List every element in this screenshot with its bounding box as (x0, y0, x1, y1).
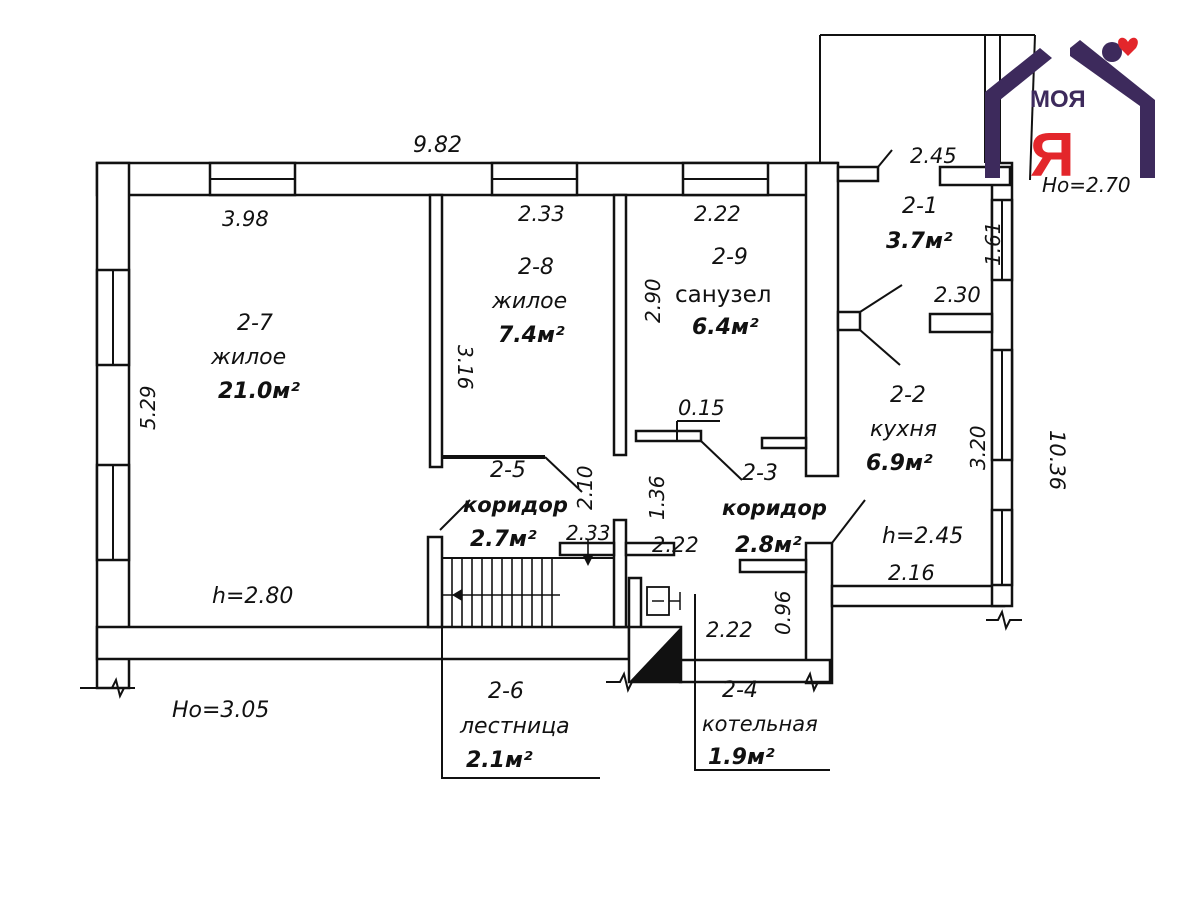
svg-text:1.61: 1.61 (981, 221, 1005, 266)
svg-text:0.96: 0.96 (771, 590, 795, 635)
left-windows (95, 268, 131, 562)
top-windows (208, 161, 770, 197)
right-windows (990, 198, 1014, 587)
label-frames (441, 594, 830, 779)
room-labels: 2-7 жилое 21.0м² h=2.80 2-8 жилое 7.4м² … (210, 194, 963, 773)
boiler-fixture (646, 586, 681, 616)
svg-text:2-2: 2-2 (890, 383, 926, 408)
bottom-wall (95, 625, 631, 661)
svg-text:коридор: коридор (722, 496, 827, 520)
room-2-4: 2-4 котельная 1.9м² (702, 678, 818, 770)
svg-text:7.4м²: 7.4м² (498, 323, 565, 348)
svg-text:1.9м²: 1.9м² (708, 745, 775, 770)
svg-text:2-4: 2-4 (722, 678, 758, 703)
ground-level-right: Ho=2.70 (1042, 173, 1131, 197)
svg-text:коридор: коридор (463, 493, 568, 517)
svg-text:2.30: 2.30 (934, 283, 981, 307)
interior-partitions (426, 165, 994, 684)
svg-text:3.20: 3.20 (966, 425, 990, 470)
svg-text:2-5: 2-5 (490, 458, 526, 483)
left-wall (95, 161, 131, 690)
overall-width-label: 9.82 (413, 133, 462, 158)
house-heart-logo: МОЯ Я (985, 37, 1155, 190)
svg-text:2.90: 2.90 (641, 278, 665, 323)
svg-text:3.98: 3.98 (222, 207, 269, 231)
ground-level-left: Ho=3.05 (172, 698, 269, 723)
svg-text:6.4м²: 6.4м² (692, 315, 759, 340)
svg-text:2-6: 2-6 (488, 679, 524, 704)
room-2-3: 2-3 коридор 2.8м² (722, 461, 827, 558)
svg-text:2.7м²: 2.7м² (470, 527, 537, 552)
room-2-2: 2-2 кухня 6.9м² h=2.45 (866, 383, 963, 549)
svg-text:h=2.45: h=2.45 (882, 524, 963, 549)
svg-text:2-7: 2-7 (237, 311, 273, 336)
svg-text:2.22: 2.22 (694, 202, 741, 226)
svg-text:5.29: 5.29 (136, 385, 160, 430)
svg-text:2-8: 2-8 (518, 255, 554, 280)
svg-text:2-3: 2-3 (742, 461, 778, 486)
svg-text:жилое: жилое (491, 289, 567, 314)
logo-word: МОЯ (1030, 86, 1086, 113)
svg-text:котельная: котельная (702, 712, 818, 736)
dimension-labels: 9.82 10.36 3.98 5.29 2.33 3.16 2.22 2.90… (136, 133, 1131, 723)
svg-text:2.16: 2.16 (888, 561, 935, 585)
svg-text:2-9: 2-9 (712, 245, 748, 270)
svg-text:3.16: 3.16 (453, 345, 477, 390)
kitchen-bottom-wall (830, 584, 1006, 608)
room-2-7: 2-7 жилое 21.0м² h=2.80 (210, 311, 300, 609)
room-2-1: 2-1 3.7м² (886, 194, 953, 254)
room-2-6: 2-6 лестница 2.1м² (459, 679, 570, 773)
svg-text:лестница: лестница (459, 714, 570, 739)
svg-text:0.15: 0.15 (678, 396, 725, 420)
svg-text:1.36: 1.36 (645, 475, 669, 520)
svg-text:2.22: 2.22 (652, 533, 699, 557)
svg-text:2.10: 2.10 (573, 465, 597, 510)
partition-2-8-2-9 (612, 193, 628, 457)
svg-text:2.33: 2.33 (518, 202, 565, 226)
svg-text:2.22: 2.22 (706, 618, 753, 642)
break-marks (80, 609, 1022, 699)
door-swings (439, 149, 903, 544)
partition-2-7-2-8 (428, 193, 444, 469)
stairs (441, 540, 615, 628)
heart-icon (1118, 37, 1138, 56)
svg-text:санузел: санузел (675, 282, 771, 308)
room-2-8: 2-8 жилое 7.4м² (491, 255, 567, 348)
room-2-5: 2-5 коридор 2.7м² (463, 458, 568, 552)
stair-left-wall (426, 535, 444, 629)
svg-text:21.0м²: 21.0м² (218, 379, 300, 404)
svg-text:жилое: жилое (210, 345, 286, 370)
svg-text:h=2.80: h=2.80 (212, 584, 293, 609)
svg-text:2.1м²: 2.1м² (466, 748, 533, 773)
outer-walls (95, 161, 1014, 690)
svg-text:2.8м²: 2.8м² (735, 533, 802, 558)
svg-text:кухня: кухня (870, 417, 937, 442)
svg-text:6.9м²: 6.9м² (866, 451, 933, 476)
room-2-9: 2-9 санузел 6.4м² (675, 245, 771, 340)
svg-text:2.33: 2.33 (566, 521, 611, 545)
logo-mark: Я (1030, 121, 1075, 190)
svg-text:2.45: 2.45 (910, 144, 957, 168)
overall-depth-label: 10.36 (1045, 430, 1069, 490)
svg-text:3.7м²: 3.7м² (886, 229, 953, 254)
svg-text:2-1: 2-1 (902, 194, 938, 219)
right-partition-wall (804, 161, 840, 478)
